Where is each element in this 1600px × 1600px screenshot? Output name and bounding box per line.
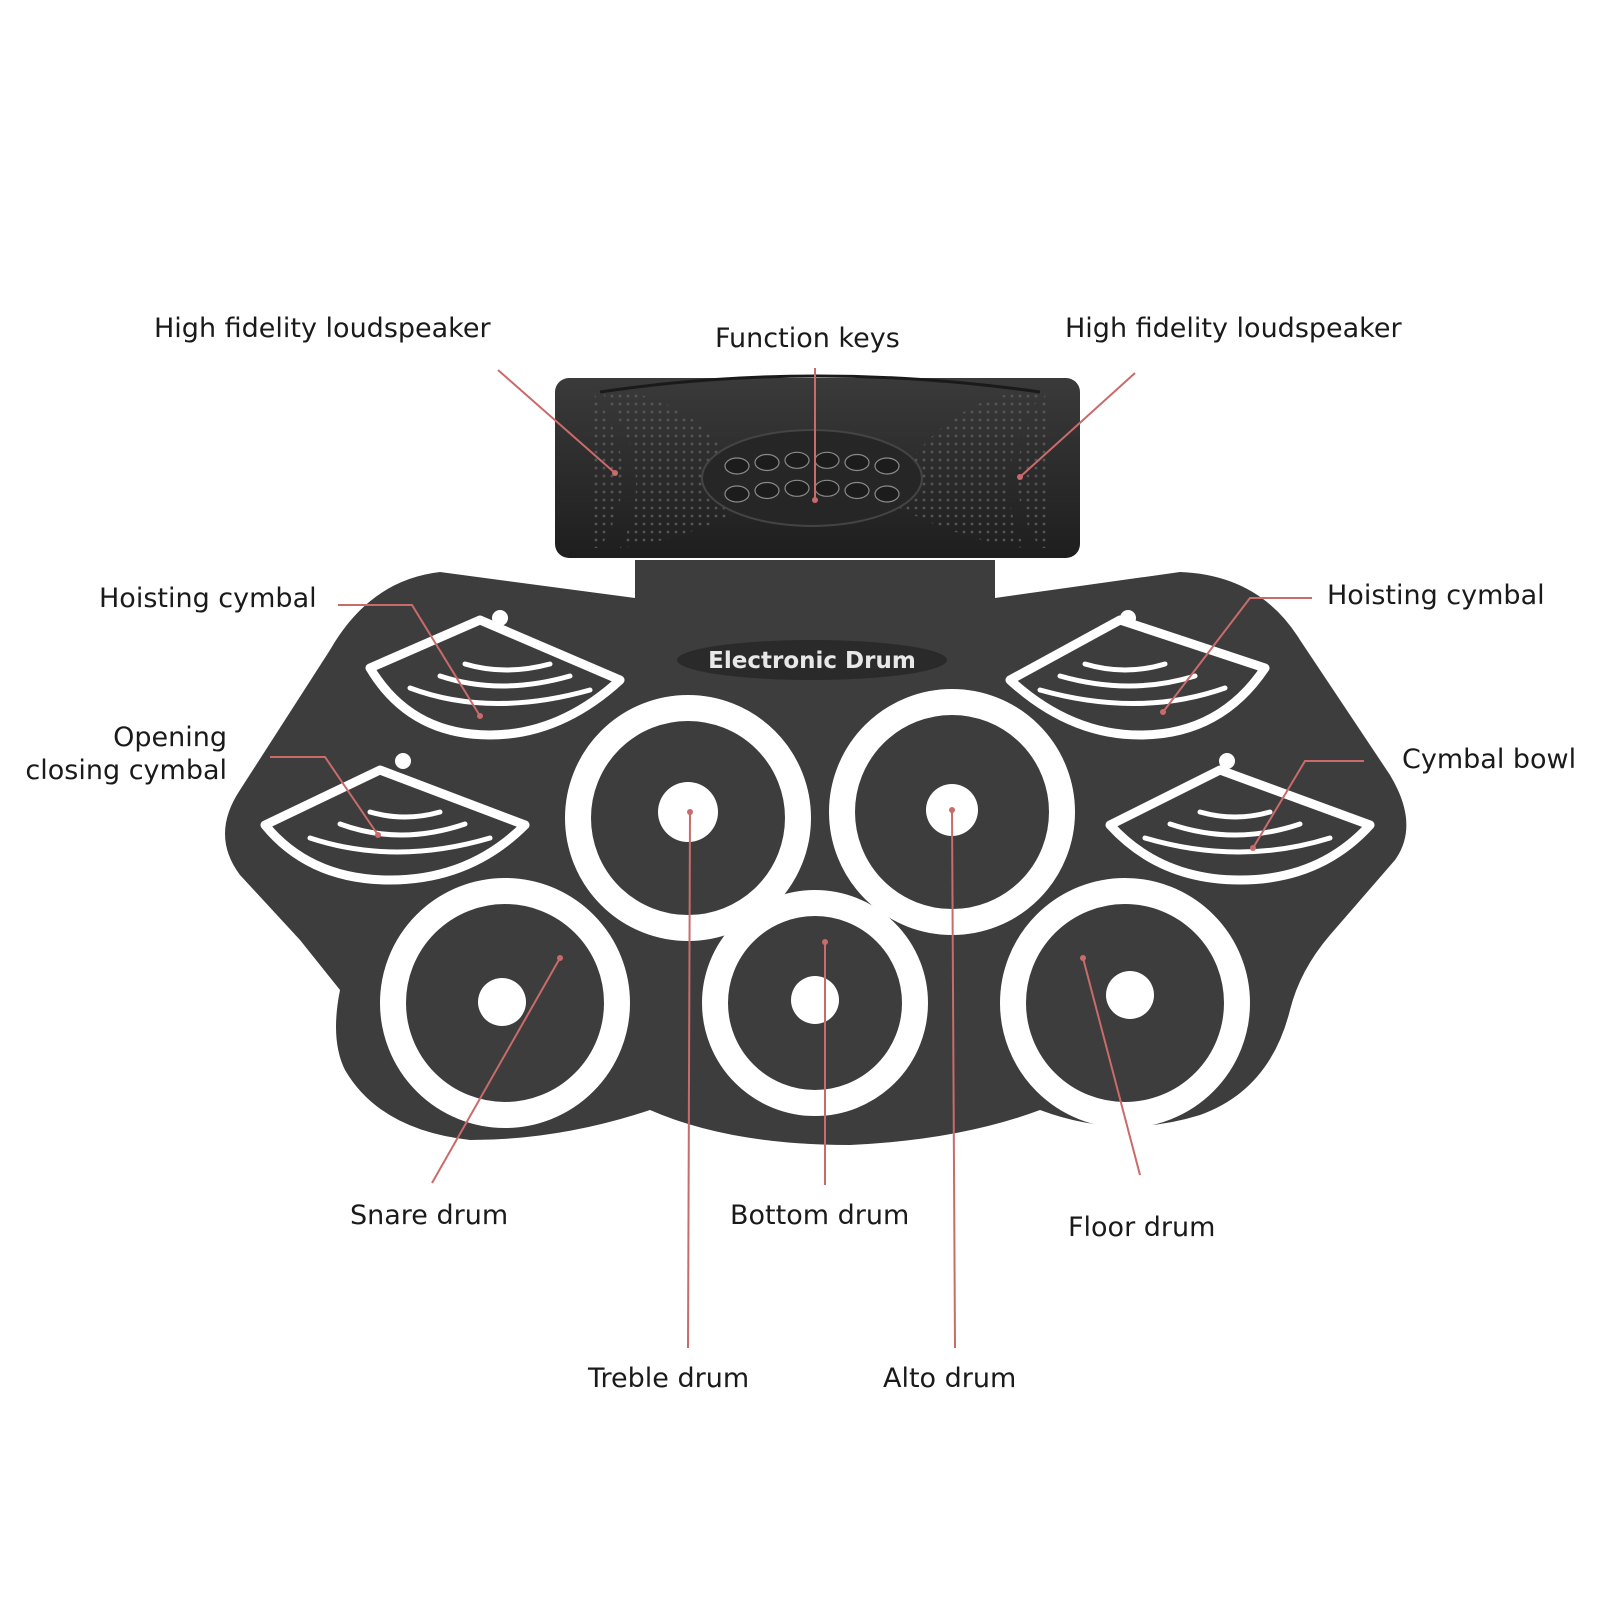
brand-label: Electronic Drum	[708, 648, 916, 674]
label-speaker-right: High fidelity loudspeaker	[1065, 313, 1402, 344]
label-opening-closing-cymbal-line1: Opening	[113, 722, 227, 753]
function-key-button[interactable]	[724, 457, 750, 475]
label-opening-closing-cymbal-line2: closing cymbal	[25, 755, 227, 786]
label-alto-drum: Alto drum	[883, 1363, 1017, 1394]
hoisting-cymbal-right-pad[interactable]	[1005, 610, 1270, 740]
leader-line-floor-drum	[1082, 957, 1141, 1176]
function-key-button[interactable]	[814, 479, 840, 497]
floor-drum-pad[interactable]	[1000, 878, 1250, 1128]
label-hoisting-cymbal-left: Hoisting cymbal	[99, 583, 317, 614]
function-key-button[interactable]	[814, 451, 840, 469]
snare-drum-pad[interactable]	[380, 878, 630, 1128]
leader-line-speaker-left	[497, 369, 616, 474]
function-key-button[interactable]	[874, 457, 900, 475]
function-key-button[interactable]	[724, 485, 750, 503]
function-key-button[interactable]	[784, 451, 810, 469]
leader-line-opening-closing-cymbal	[270, 756, 379, 836]
label-treble-drum: Treble drum	[588, 1363, 750, 1394]
function-key-button[interactable]	[784, 479, 810, 497]
cymbal-bowl-pad[interactable]	[1105, 753, 1375, 885]
brand-plate	[677, 640, 947, 680]
function-key-button[interactable]	[874, 485, 900, 503]
label-floor-drum: Floor drum	[1068, 1212, 1216, 1243]
leader-line-hoisting-cymbal-left	[338, 604, 481, 717]
leader-line-hoisting-cymbal-right	[1162, 597, 1312, 713]
leader-line-cymbal-bowl	[1252, 760, 1364, 849]
function-key-button[interactable]	[844, 481, 870, 500]
speaker-unit	[555, 374, 1080, 558]
label-bottom-drum: Bottom drum	[730, 1200, 910, 1231]
function-keys-group	[724, 451, 900, 503]
function-key-button[interactable]	[754, 453, 780, 472]
opening-closing-cymbal-pad[interactable]	[260, 753, 530, 885]
leader-line-speaker-right	[1019, 372, 1136, 478]
label-speaker-left: High fidelity loudspeaker	[154, 313, 491, 344]
leader-line-treble-drum	[687, 811, 691, 1349]
treble-drum-pad[interactable]	[565, 695, 811, 941]
bottom-drum-pad[interactable]	[702, 890, 928, 1116]
function-key-button[interactable]	[754, 481, 780, 500]
leader-line-alto-drum	[951, 809, 956, 1349]
label-function-keys: Function keys	[715, 323, 900, 354]
leader-lines	[270, 368, 1364, 1349]
label-cymbal-bowl: Cymbal bowl	[1402, 744, 1577, 775]
label-hoisting-cymbal-right: Hoisting cymbal	[1327, 580, 1545, 611]
leader-line-snare-drum	[431, 957, 561, 1184]
function-key-button[interactable]	[844, 453, 870, 472]
label-snare-drum: Snare drum	[350, 1200, 509, 1231]
leader-endpoints	[375, 470, 1256, 961]
hoisting-cymbal-left-pad[interactable]	[365, 610, 625, 740]
